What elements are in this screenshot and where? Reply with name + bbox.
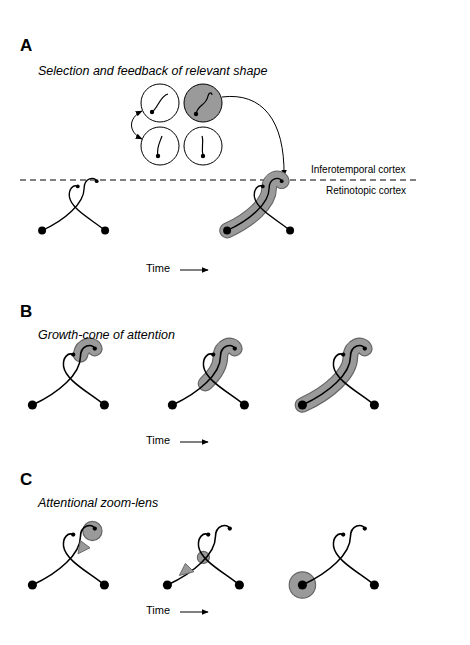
feedback-arrow (222, 96, 284, 176)
curve-figure (38, 178, 109, 234)
area-label: Inferotemporal cortex (311, 164, 406, 176)
panel-letter: B (20, 302, 32, 322)
growth-frame (298, 345, 379, 409)
growth-frame (28, 345, 109, 409)
cortex-boundary (20, 180, 420, 181)
shape-templates (141, 84, 222, 165)
competition-arrow (132, 111, 143, 139)
panel-caption: Growth-cone of attention (38, 328, 175, 342)
time-arrow (180, 270, 208, 271)
panel-caption: Selection and feedback of relevant shape (38, 64, 267, 78)
growth-frame (168, 345, 249, 409)
panel-letter: A (20, 36, 32, 56)
area-label: Retinotopic cortex (326, 185, 406, 197)
curve-figure-selected (223, 178, 294, 234)
time-arrow (180, 612, 208, 613)
time-label: Time (146, 262, 170, 275)
zoom-frame (28, 521, 109, 589)
zoom-frame (289, 525, 379, 598)
time-arrow (180, 442, 208, 443)
panel-caption: Attentional zoom-lens (38, 496, 158, 510)
zoom-frame (163, 525, 244, 589)
time-label: Time (146, 434, 170, 447)
time-label: Time (146, 604, 170, 617)
panel-letter: C (20, 470, 32, 490)
